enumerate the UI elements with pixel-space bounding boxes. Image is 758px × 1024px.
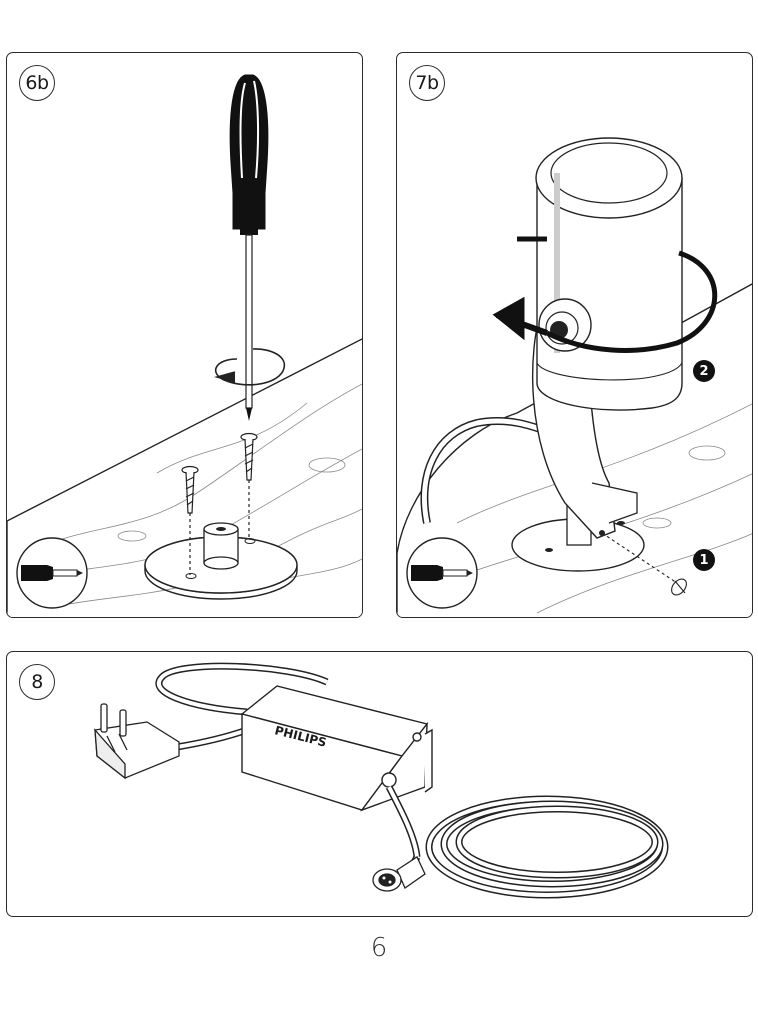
screw-icon [181, 432, 258, 575]
step-badge-1: 1 [693, 549, 715, 571]
screw-icon [601, 532, 687, 596]
step-label-6b: 6b [19, 65, 55, 101]
screwdriver-inset [16, 537, 88, 609]
step-7b-illustration [397, 137, 752, 617]
spotlight [535, 137, 683, 411]
plug-icon [94, 703, 180, 780]
coiled-cable [385, 785, 669, 899]
step-8-panel: 8 PHILIPS [6, 651, 753, 917]
step-7b-panel: 7b [396, 52, 753, 618]
power-supply-box [240, 685, 433, 812]
page-number: 6 [370, 933, 388, 963]
screwdriver-icon [229, 74, 269, 421]
connector-icon [372, 856, 426, 892]
step-label-7b: 7b [409, 65, 445, 101]
rotate-arrow-icon [492, 236, 718, 353]
step-8-illustration: PHILIPS [94, 662, 669, 899]
step-label-8: 8 [19, 664, 55, 700]
screwdriver-inset [406, 537, 478, 609]
mounting-plate [144, 522, 298, 600]
step-6b-illustration [7, 74, 362, 617]
step-badge-2: 2 [693, 360, 715, 382]
step-6b-panel: 6b [6, 52, 363, 618]
rotate-arrow-icon [214, 348, 286, 386]
